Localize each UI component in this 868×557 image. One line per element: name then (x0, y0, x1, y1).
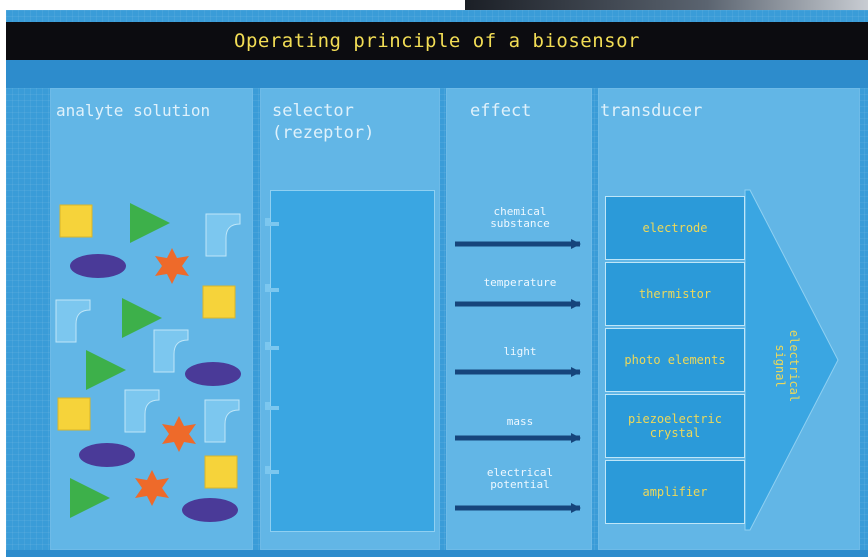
output-signal-label: electrical signal (773, 329, 801, 403)
effect-label-light: light (503, 345, 537, 358)
analyte-ellipse (182, 498, 238, 522)
effect-label-potential: electrical potential (486, 466, 554, 491)
background-photo-strip (465, 0, 868, 10)
analyte-ellipse (185, 362, 241, 386)
bottom-band (6, 550, 868, 557)
analyte-receptor-piece (55, 299, 91, 343)
transducer-thermistor: thermistor (605, 262, 745, 326)
analyte-shapes (55, 203, 241, 522)
analyte-square (204, 455, 238, 489)
analyte-heading: analyte solution (56, 101, 211, 120)
effect-arrows (455, 239, 581, 513)
analyte-ellipse (79, 443, 135, 467)
analyte-square (57, 397, 91, 431)
analyte-receptor-piece (204, 399, 240, 443)
receptor-block (270, 190, 435, 532)
analyte-ellipse (70, 254, 126, 278)
receptor-site (265, 342, 279, 350)
analyte-star (135, 470, 169, 506)
analyte-receptor-piece (124, 389, 160, 433)
effect-label-temperature: temperature (483, 276, 557, 289)
output-arrow (744, 189, 839, 531)
header-band (6, 60, 868, 88)
analyte-triangle (122, 298, 162, 338)
analyte-receptor-piece (205, 213, 241, 257)
selector-heading: selector (rezeptor) (272, 101, 375, 143)
analyte-star (162, 416, 196, 452)
analyte-square (202, 285, 236, 319)
receptor-site (265, 466, 279, 474)
analyte-triangle (70, 478, 110, 518)
analyte-star (155, 248, 189, 284)
receptor-site (265, 402, 279, 410)
transducer-piezoelectric: piezoelectric crystal (605, 394, 745, 458)
transducer-electrode: electrode (605, 196, 745, 260)
analyte-triangle (130, 203, 170, 243)
transducer-amplifier: amplifier (605, 460, 745, 524)
analyte-square (59, 204, 93, 238)
receptor-sites (265, 218, 279, 474)
transducer-heading: transducer (600, 101, 703, 121)
receptor-site (265, 284, 279, 292)
effect-label-mass: mass (506, 415, 534, 428)
effect-label-chemical: chemical substance (490, 205, 550, 230)
analyte-triangle (86, 350, 126, 390)
effect-column (446, 88, 592, 550)
effect-heading: effect (470, 101, 532, 121)
title-bar (6, 22, 868, 60)
transducer-photo-elements: photo elements (605, 328, 745, 392)
diagram-title: Operating principle of a biosensor (234, 30, 640, 52)
analyte-receptor-piece (153, 329, 189, 373)
receptor-site (265, 218, 279, 226)
